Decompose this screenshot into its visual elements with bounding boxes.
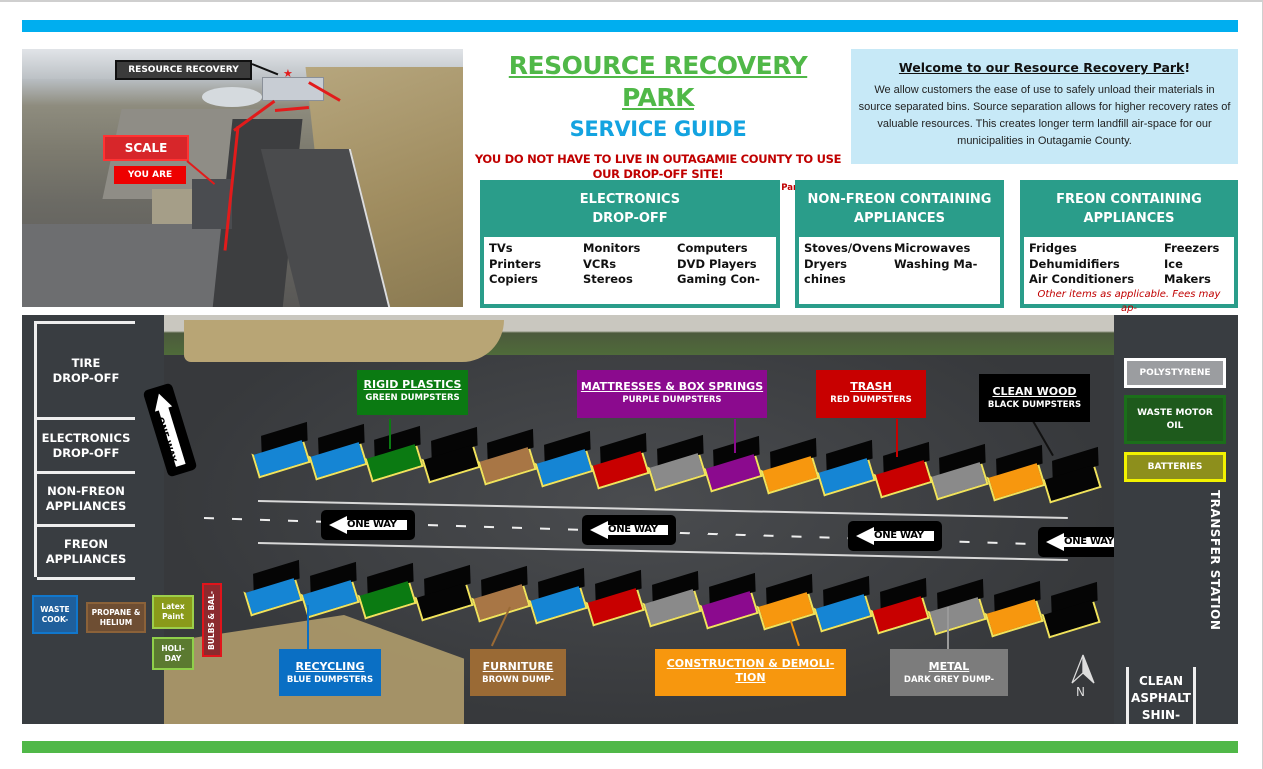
list-item: Dehumidifiers [1029,256,1120,271]
transfer-station-label: TRANSFER STATION [1208,490,1222,631]
list-item: Gaming Con- [677,272,760,286]
card-item-list: Stoves/Ovens Dryers chines Microwaves Wa… [799,237,1000,288]
category-label-construction: CONSTRUCTION & DEMOLI- TION [655,649,846,696]
list-item: Printers [489,256,542,271]
list-item: Microwaves [894,241,971,255]
welcome-body: We allow customers the ease of use to sa… [858,84,1231,147]
aerial-photo: RESOURCE RECOVERY ★ SCALE YOU ARE [22,49,463,307]
scale-label: SCALE [103,135,189,161]
page-subtitle: SERVICE GUIDE [569,117,747,141]
non-freon-card: NON-FREON CONTAINING APPLIANCES Stoves/O… [795,180,1004,308]
leader-line [307,605,309,650]
category-label-furniture: FURNITURE BROWN DUMP- [470,649,566,696]
card-item-list: Fridges Dehumidifiers Air Conditioners F… [1024,237,1234,316]
list-item: VCRs [583,256,617,271]
leader-line [947,607,949,649]
list-item: TVs [489,241,513,255]
list-item: Monitors [583,241,641,255]
clean-asphalt-shingles-station: CLEAN ASPHALT SHIN- [1126,667,1196,724]
list-item: Air Conditioners [1029,272,1135,286]
category-label-recycling: RECYCLING BLUE DUMPSTERS [279,649,381,696]
list-item: Ice Makers [1164,256,1211,287]
leader-line [896,419,898,457]
polystyrene-box: POLYSTYRENE [1124,358,1226,388]
you-are-label: YOU ARE [114,166,186,184]
batteries-box: BATTERIES [1124,452,1226,482]
category-label-rigid-plastics: RIGID PLASTICS GREEN DUMPSTERS [357,370,468,415]
propane-helium-box: PROPANE &HELIUM [86,602,146,633]
one-way-sign: ONE WAY [848,521,942,551]
category-label-trash: TRASH RED DUMPSTERS [816,370,926,418]
arrow-left-icon [856,527,874,545]
resource-recovery-label: RESOURCE RECOVERY [115,60,252,80]
card-header: ELECTRONICS DROP-OFF [484,184,776,237]
route-arrow [274,106,310,112]
residency-notice: YOU DO NOT HAVE TO LIVE IN OUTAGAMIE COU… [474,152,842,181]
holiday-lights-box: HOLI-DAY [152,637,194,670]
title-area: RESOURCE RECOVERY PARK SERVICE GUIDE YOU… [470,49,846,193]
one-way-sign: ONE WAY [321,510,415,540]
bulbs-ballasts-box: BULBS & BAL- [202,583,222,657]
north-arrow: N [1068,653,1098,703]
list-item: Freezers [1164,241,1220,255]
fees-note: Other items as applicable. Fees may ap- [1037,288,1221,314]
top-accent-bar [22,20,1238,32]
waste-motor-oil-box: WASTE MOTOR OIL [1124,395,1226,444]
category-label-metal: METAL DARK GREY DUMP- [890,649,1008,696]
compass-arrow-icon [1071,654,1095,684]
arrow-left-icon [329,516,347,534]
right-panel: POLYSTYRENE WASTE MOTOR OIL BATTERIES [1114,315,1238,724]
list-item: Stereos [583,272,633,286]
arrow-left-icon [1046,533,1064,551]
leader-line [734,419,736,453]
page-title: RESOURCE RECOVERY PARK [508,51,808,112]
star-icon: ★ [283,67,293,80]
one-way-sign: ONE WAY [582,515,676,545]
category-label-clean-wood: CLEAN WOOD BLACK DUMPSTERS [979,374,1090,422]
card-header: NON-FREON CONTAINING APPLIANCES [799,184,1000,237]
list-item: Stoves/Ovens [804,241,893,255]
list-item: Computers [677,241,748,255]
list-item: DVD Players [677,256,757,271]
list-item: Dryers [804,256,848,271]
list-item: Washing Ma- [894,256,978,271]
list-item: Copiers [489,272,538,286]
resource-recovery-building [262,77,324,101]
electronics-card: ELECTRONICS DROP-OFF TVs Printers Copier… [480,180,780,308]
welcome-heading: Welcome to our Resource Recovery Park! [898,60,1191,75]
list-item: Fridges [1029,241,1077,255]
card-item-list: TVs Printers Copiers Monitors VCRs Stere… [484,237,776,288]
bottom-accent-bar [22,741,1238,753]
list-item: chines [804,272,846,286]
leader-line [389,419,391,449]
category-label-mattresses: MATTRESSES & BOX SPRINGS PURPLE DUMPSTER… [577,370,767,418]
freon-card: FREON CONTAINING APPLIANCES Fridges Dehu… [1020,180,1238,314]
arrow-left-icon [590,521,608,539]
card-header: FREON CONTAINING APPLIANCES [1024,184,1234,237]
welcome-box: Welcome to our Resource Recovery Park! W… [851,49,1238,164]
